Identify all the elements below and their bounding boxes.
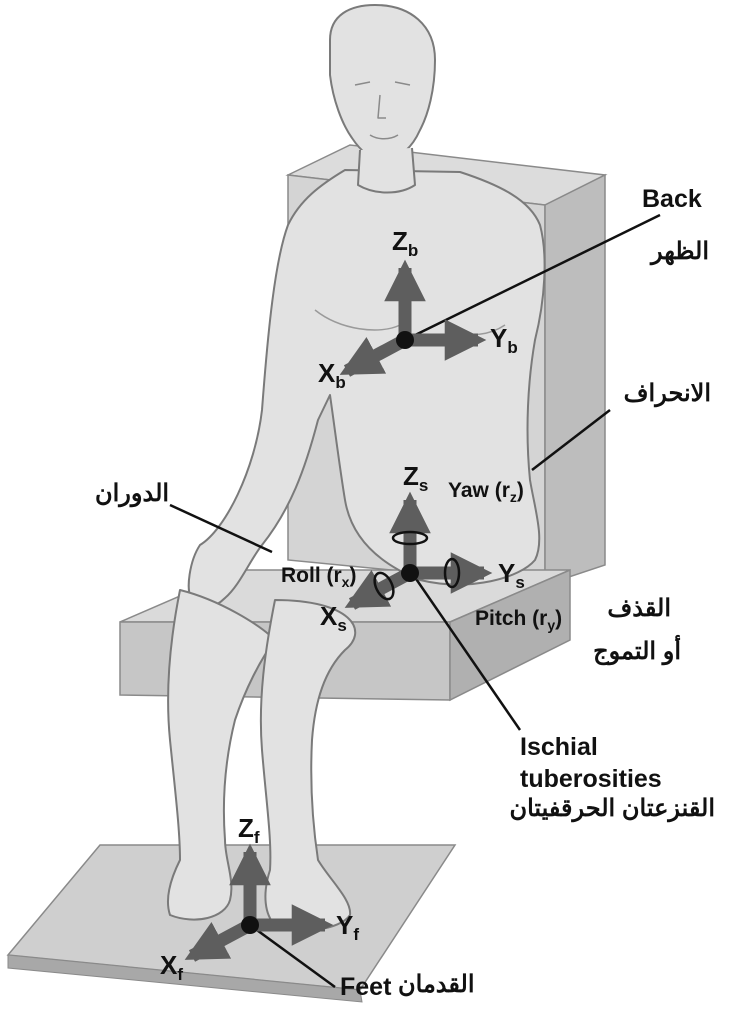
ischial-label-arabic: القنزعتان الحرقفيتان xyxy=(509,797,715,821)
ischial-label-line1: Ischial xyxy=(520,735,598,760)
pitch-label-arabic-line2: أو التموج xyxy=(593,640,681,664)
roll-label-arabic: الدوران xyxy=(95,482,169,506)
feet-label-arabic: القدمان xyxy=(398,973,475,997)
yaw-label-arabic: الانحراف xyxy=(624,382,711,406)
seat-z-label: Zs xyxy=(403,463,428,494)
yaw-label: Yaw (rz) xyxy=(448,480,524,504)
seat-origin xyxy=(401,564,419,582)
back-label-arabic: الظهر xyxy=(651,240,709,264)
pitch-label: Pitch (ry) xyxy=(475,608,562,632)
human-figure xyxy=(168,5,545,930)
ischial-label-line2: tuberosities xyxy=(520,767,662,792)
back-origin xyxy=(396,331,414,349)
seat-x-label: Xs xyxy=(320,603,347,634)
feet-y-label: Yf xyxy=(336,912,359,943)
back-z-label: Zb xyxy=(392,228,418,259)
roll-label: Roll (rx) xyxy=(281,565,356,589)
feet-origin xyxy=(241,916,259,934)
feet-x-label: Xf xyxy=(160,952,183,983)
seat-y-label: Ys xyxy=(498,560,525,591)
back-label: Back xyxy=(642,187,702,212)
back-x-label: Xb xyxy=(318,360,346,391)
pitch-label-arabic-line1: القذف xyxy=(607,597,671,621)
back-y-label: Yb xyxy=(490,325,518,356)
feet-z-label: Zf xyxy=(238,815,260,846)
feet-label: Feet xyxy=(340,975,391,1000)
